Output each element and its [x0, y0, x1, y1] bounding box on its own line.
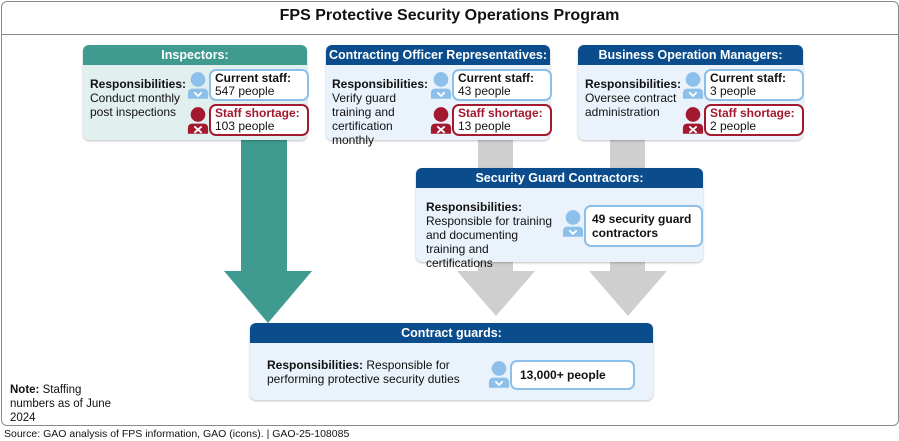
current-staff-badge: Current staff:3 people	[704, 69, 804, 101]
sgc-box: Security Guard Contractors: Responsibili…	[416, 168, 703, 270]
responsibilities-label: Responsibilities:	[267, 358, 364, 372]
current-staff-label: Current staff:	[710, 71, 787, 85]
person-check-icon	[682, 72, 704, 99]
responsibilities-label: Responsibilities:	[585, 77, 682, 91]
cor-header: Contracting Officer Representatives:	[326, 45, 550, 65]
current-staff-value: 43 people	[458, 84, 511, 98]
cor-arrow-head	[457, 271, 535, 316]
responsibilities-text: Oversee contract administration	[585, 91, 677, 119]
contract-guards-header: Contract guards:	[250, 323, 653, 343]
bom-arrow-head	[589, 271, 667, 316]
cor-box: Contracting Officer Representatives: Res…	[326, 45, 552, 147]
responsibilities-text: Conduct monthly post inspections	[90, 91, 181, 119]
current-staff-value: 547 people	[215, 84, 275, 98]
staff-shortage-value: 2 people	[710, 119, 757, 133]
inspectors-box: Inspectors: Responsibilities:Conduct mon…	[83, 45, 309, 140]
figure-title: FPS Protective Security Operations Progr…	[279, 7, 620, 24]
title-divider	[1, 34, 898, 35]
inspectors-header: Inspectors:	[83, 45, 307, 65]
contract-guards-box: Contract guards: Responsibilities: Respo…	[250, 323, 653, 400]
inspectors-responsibilities: Responsibilities:Conduct monthly post in…	[90, 77, 186, 119]
sgc-header: Security Guard Contractors:	[416, 168, 703, 188]
cor-responsibilities: Responsibilities:Verify guard training a…	[332, 77, 429, 147]
responsibilities-text: Responsible for training and documenting…	[426, 214, 553, 270]
staff-shortage-label: Staff shortage:	[458, 106, 543, 120]
staff-shortage-badge: Staff shortage:2 people	[704, 104, 804, 136]
current-staff-badge: Current staff:43 people	[452, 69, 552, 101]
bom-responsibilities: Responsibilities:Oversee contract admini…	[585, 77, 681, 119]
contract-guards-responsibilities: Responsibilities: Responsible for perfor…	[267, 358, 472, 386]
bom-box: Business Operation Managers: Responsibil…	[578, 45, 804, 140]
inspectors-arrow-head	[224, 271, 312, 323]
note-text: Staffing numbers as of June 2024	[10, 384, 112, 424]
sgc-responsibilities: Responsibilities:Responsible for trainin…	[426, 200, 558, 270]
staff-shortage-value: 103 people	[215, 119, 275, 133]
person-check-icon	[430, 72, 452, 99]
current-staff-label: Current staff:	[215, 71, 292, 85]
staff-shortage-value: 13 people	[458, 119, 511, 133]
note-label: Note:	[10, 384, 40, 396]
staff-shortage-label: Staff shortage:	[710, 106, 795, 120]
current-staff-badge: Current staff:547 people	[209, 69, 309, 101]
guard-count-badge: 13,000+ people	[510, 360, 635, 390]
bom-header: Business Operation Managers:	[578, 45, 803, 65]
responsibilities-text: Verify guard training and certification …	[332, 91, 397, 147]
person-x-icon	[187, 107, 209, 134]
responsibilities-text: Responsible for performing protective se…	[267, 358, 460, 386]
staff-shortage-label: Staff shortage:	[215, 106, 300, 120]
staff-shortage-badge: Staff shortage:103 people	[209, 104, 309, 136]
contractor-count-badge: 49 security guard contractors	[584, 205, 703, 247]
current-staff-label: Current staff:	[458, 71, 535, 85]
inspectors-arrow-shaft	[241, 137, 287, 272]
responsibilities-label: Responsibilities:	[426, 200, 523, 214]
staffing-note: Note: Staffing numbers as of June 2024	[10, 383, 120, 425]
staff-shortage-badge: Staff shortage:13 people	[452, 104, 552, 136]
person-check-icon	[187, 72, 209, 99]
person-x-icon	[682, 107, 704, 134]
person-check-icon	[488, 361, 510, 388]
responsibilities-label: Responsibilities:	[332, 77, 429, 91]
person-x-icon	[430, 107, 452, 134]
source-line: Source: GAO analysis of FPS information,…	[4, 428, 350, 440]
person-check-icon	[562, 210, 584, 237]
current-staff-value: 3 people	[710, 84, 757, 98]
responsibilities-label: Responsibilities:	[90, 77, 187, 91]
